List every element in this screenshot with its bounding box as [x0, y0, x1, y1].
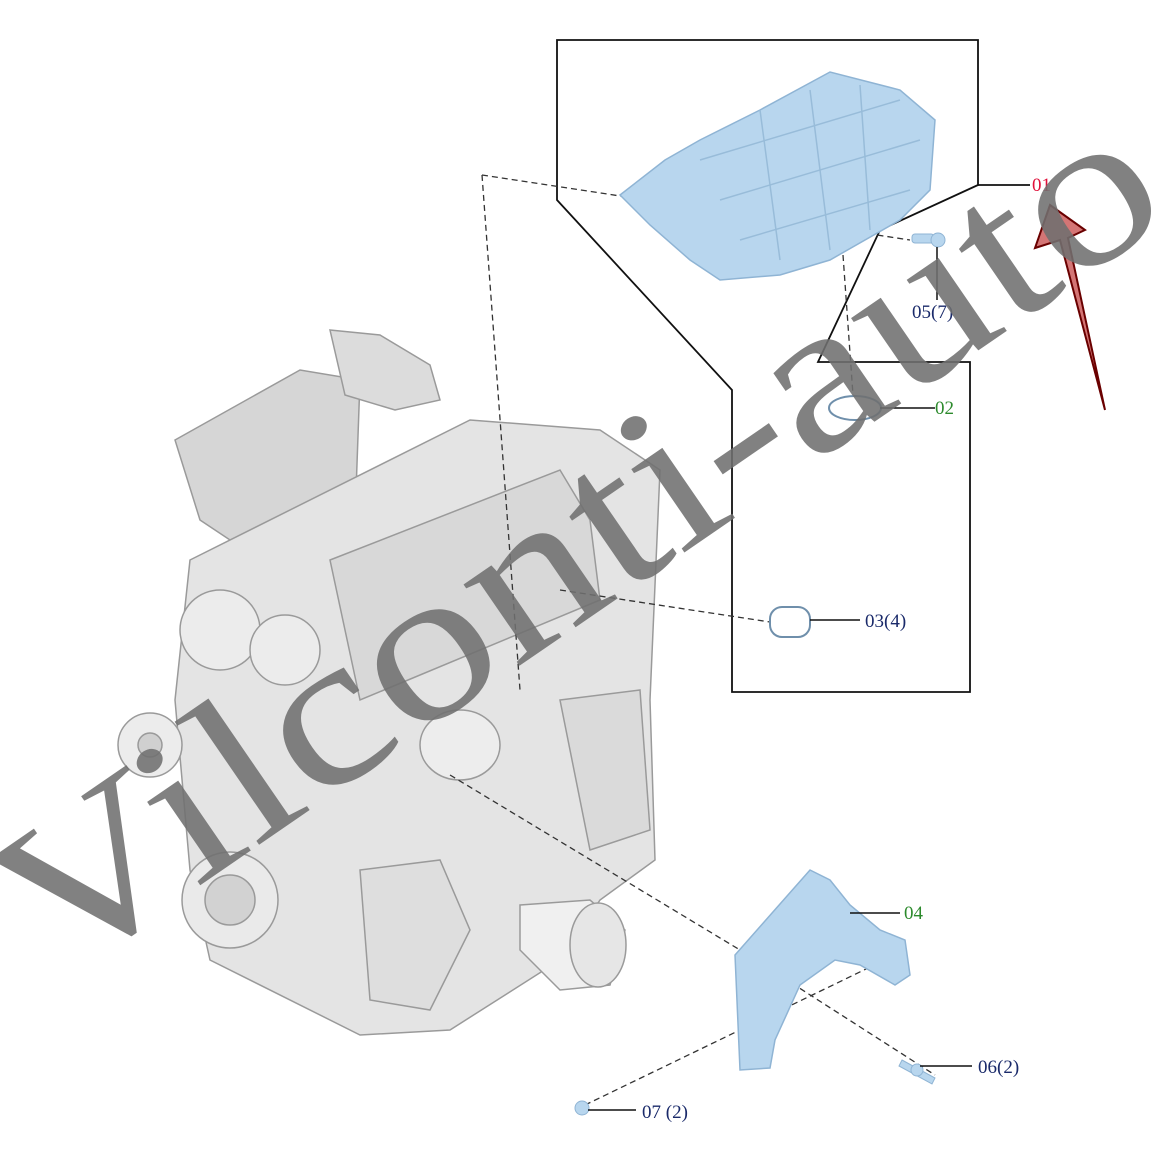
- intake-manifold-part: [618, 71, 936, 281]
- callout-07[interactable]: 07 (2): [642, 1102, 688, 1123]
- callout-03[interactable]: 03(4): [865, 611, 906, 632]
- engine-assembly: [117, 329, 661, 1036]
- group-frame: [556, 39, 1030, 693]
- support-bracket-part: [734, 869, 911, 1071]
- callout-05[interactable]: 05(7): [912, 302, 953, 323]
- stud-bolt-part: [898, 1059, 936, 1085]
- callout-01[interactable]: 01: [1032, 175, 1051, 196]
- callout-04[interactable]: 04: [904, 903, 924, 924]
- bracket-bolt-part: [574, 1100, 590, 1116]
- manifold-bolt-part: [911, 232, 946, 248]
- callout-06[interactable]: 06(2): [978, 1057, 1019, 1078]
- callout-02[interactable]: 02: [935, 398, 954, 419]
- port-gasket-part: [769, 606, 811, 638]
- arrow-icon: [1033, 203, 1106, 411]
